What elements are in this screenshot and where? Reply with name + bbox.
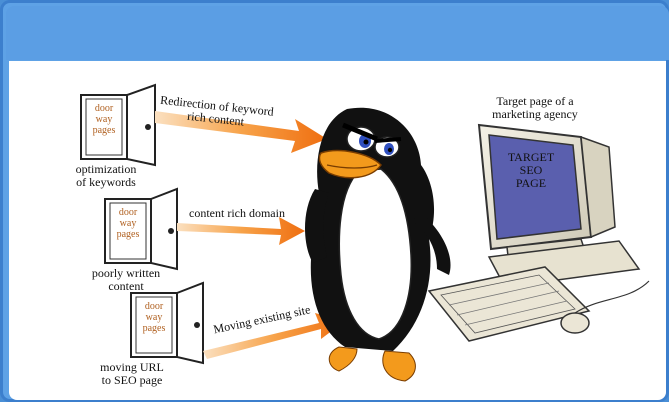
door-1-word-3: pages: [92, 125, 116, 136]
door-1-text: door way pages: [86, 103, 122, 136]
target-caption: Target page of a marketing agency: [492, 94, 578, 121]
door-1-caption: optimization of keywords: [75, 162, 137, 189]
diagram-graphics: [80, 83, 650, 382]
penguin-illustration: [305, 107, 451, 382]
door-1: [80, 83, 156, 167]
door-3-text: door way pages: [136, 301, 172, 334]
door-2-word-2: way: [119, 218, 137, 229]
screen-word-3: PAGE: [515, 176, 547, 190]
door-1-word-2: way: [95, 114, 113, 125]
arrow-1: [155, 111, 327, 153]
screen-word-2: SEO: [519, 163, 543, 177]
door-3-word-2: way: [145, 312, 163, 323]
door-2: [104, 187, 178, 271]
door-3-word-3: pages: [142, 323, 166, 334]
screen-text: TARGET SEO PAGE: [493, 151, 569, 190]
door-3-caption: moving URL to SEO page: [100, 360, 164, 387]
computer-illustration: [427, 123, 650, 342]
door-2-caption: poorly written content: [91, 266, 161, 293]
screen-word-1: TARGET: [507, 150, 555, 164]
door-2-word-1: door: [118, 207, 138, 218]
door-3: [130, 281, 204, 365]
header-bar: [6, 6, 669, 60]
door-1-word-1: door: [94, 103, 114, 114]
arrow-3: [203, 313, 345, 359]
diagram-canvas: door way pages door way pages door way p…: [9, 61, 666, 400]
door-2-word-3: pages: [116, 229, 140, 240]
arrow-2-label: content rich domain: [189, 206, 285, 220]
arrow-2: [177, 217, 305, 245]
door-2-text: door way pages: [110, 207, 146, 240]
door-3-word-1: door: [144, 301, 164, 312]
